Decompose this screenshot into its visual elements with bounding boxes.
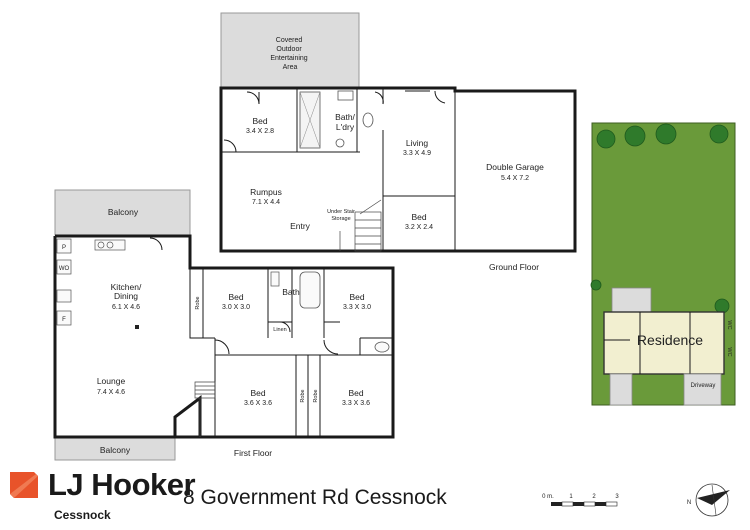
ff-bed-1-label: Bed bbox=[228, 292, 243, 302]
agency-branding: LJ Hooker Cessnock bbox=[8, 468, 196, 526]
tree-icon bbox=[596, 129, 616, 149]
path bbox=[609, 373, 633, 406]
linen-label: Linen bbox=[273, 327, 286, 333]
gf-rumpus-dims: 7.1 X 4.4 bbox=[252, 199, 280, 206]
gf-bath-label: Bath/ bbox=[335, 112, 355, 122]
scale-tick-3: 3 bbox=[615, 494, 619, 500]
site-plan: Residence WC WC Driveway bbox=[590, 122, 736, 406]
gf-under-stair-2: Storage bbox=[331, 216, 350, 222]
gf-bed-1-label: Bed bbox=[252, 116, 267, 126]
gf-laundry-label: L'dry bbox=[336, 122, 355, 132]
ground-internal-walls bbox=[221, 88, 456, 251]
fridge-label: F bbox=[62, 317, 66, 323]
svg-text:Covered Outdoor En: Covered Outdoor Entertaining Area bbox=[270, 37, 309, 71]
ground-floor-title: Ground Floor bbox=[489, 262, 539, 272]
laundry-tub-icon bbox=[335, 138, 345, 148]
ground-doors bbox=[223, 90, 446, 153]
ground-windows bbox=[220, 90, 566, 252]
property-address: 8 Government Rd Cessnock bbox=[183, 486, 447, 509]
robe-label-1: Robe bbox=[195, 296, 201, 309]
toilet-icon bbox=[374, 341, 390, 353]
balcony-top-label: Balcony bbox=[108, 207, 139, 217]
toilet-icon bbox=[362, 112, 374, 128]
first-outer-wall bbox=[53, 234, 395, 439]
ff-bed-4-label: Bed bbox=[348, 388, 363, 398]
ff-bath-label: Bath bbox=[282, 287, 300, 297]
driveway bbox=[683, 373, 722, 406]
gf-living-label: Living bbox=[406, 138, 428, 148]
outdoor-label-1: Covered bbox=[276, 37, 303, 44]
first-floor: Balcony Balcony P WO F bbox=[53, 189, 395, 461]
gf-entry-label: Entry bbox=[290, 221, 311, 231]
compass: N bbox=[687, 483, 730, 517]
shed bbox=[611, 287, 652, 313]
brand-name: LJ Hooker bbox=[48, 467, 196, 502]
kitchen-dims: 6.1 X 4.6 bbox=[112, 304, 140, 311]
tree-icon bbox=[624, 125, 646, 147]
gf-bed-1-dims: 3.4 X 2.8 bbox=[246, 128, 274, 135]
gf-bed-2-label: Bed bbox=[411, 212, 426, 222]
gf-garage-dims: 5.4 X 7.2 bbox=[501, 175, 529, 182]
balcony-bottom-label: Balcony bbox=[100, 445, 131, 455]
outdoor-label-2: Outdoor bbox=[276, 46, 302, 53]
tree-icon bbox=[709, 124, 729, 144]
column-icon bbox=[135, 325, 139, 329]
scale-tick-2: 2 bbox=[592, 494, 596, 500]
residence bbox=[603, 311, 725, 375]
ff-bed-4-dims: 3.3 X 3.6 bbox=[342, 400, 370, 407]
gf-rumpus-label: Rumpus bbox=[250, 187, 282, 197]
kitchen-fittings bbox=[56, 238, 126, 326]
gf-bed-2-dims: 3.2 X 2.4 bbox=[405, 224, 433, 231]
tree-icon bbox=[590, 279, 602, 291]
ff-bed-1-dims: 3.0 X 3.0 bbox=[222, 304, 250, 311]
scale-bar: 0 m. 1 2 3 bbox=[542, 494, 619, 507]
tree-icon bbox=[714, 298, 730, 314]
covered-outdoor-area bbox=[220, 12, 360, 89]
wall-oven-label: WO bbox=[59, 266, 70, 272]
office-name: Cessnock bbox=[54, 508, 111, 522]
ff-bed-2-label: Bed bbox=[349, 292, 364, 302]
ff-bed-2-dims: 3.3 X 3.0 bbox=[343, 304, 371, 311]
compass-north: N bbox=[687, 500, 691, 506]
robe-label-2: Robe bbox=[300, 389, 306, 402]
robe-label-3: Robe bbox=[313, 389, 319, 402]
ground-stairs bbox=[339, 199, 382, 252]
vanity-icon bbox=[337, 90, 354, 101]
tree-icon bbox=[655, 123, 677, 145]
gf-under-stair-1: Under Stair bbox=[327, 209, 355, 215]
gf-living-dims: 3.3 X 4.9 bbox=[403, 150, 431, 157]
scale-unit: 0 m. bbox=[542, 494, 554, 500]
first-doors bbox=[149, 237, 339, 355]
pantry-label: P bbox=[62, 245, 66, 251]
outdoor-label-4: Area bbox=[283, 64, 298, 71]
lounge-dims: 7.4 X 4.6 bbox=[97, 389, 125, 396]
outdoor-label-3: Entertaining bbox=[270, 55, 307, 62]
driveway-label: Driveway bbox=[691, 383, 716, 389]
ff-bed-3-label: Bed bbox=[250, 388, 265, 398]
wc-label-1: WC bbox=[726, 320, 732, 329]
bathtub-icon bbox=[299, 271, 321, 309]
lounge-label: Lounge bbox=[97, 376, 126, 386]
lj-hooker-logo-icon bbox=[10, 472, 38, 498]
kitchen-label-2: Dining bbox=[114, 291, 138, 301]
residence-label: Residence bbox=[637, 332, 703, 348]
vanity-icon bbox=[270, 271, 280, 287]
kitchen-label-1: Kitchen/ bbox=[111, 282, 142, 292]
scale-tick-1: 1 bbox=[569, 494, 573, 500]
first-windows bbox=[54, 267, 370, 438]
wc-label-2: WC bbox=[726, 347, 732, 356]
gf-garage-label: Double Garage bbox=[486, 162, 544, 172]
first-floor-title: First Floor bbox=[234, 448, 272, 458]
ff-bed-3-dims: 3.6 X 3.6 bbox=[244, 400, 272, 407]
ground-floor: Covered Outdoor Entertaining Area Bed bbox=[219, 12, 577, 272]
ground-outer-wall bbox=[219, 86, 577, 253]
trees bbox=[590, 123, 730, 314]
first-stairs bbox=[194, 381, 216, 437]
